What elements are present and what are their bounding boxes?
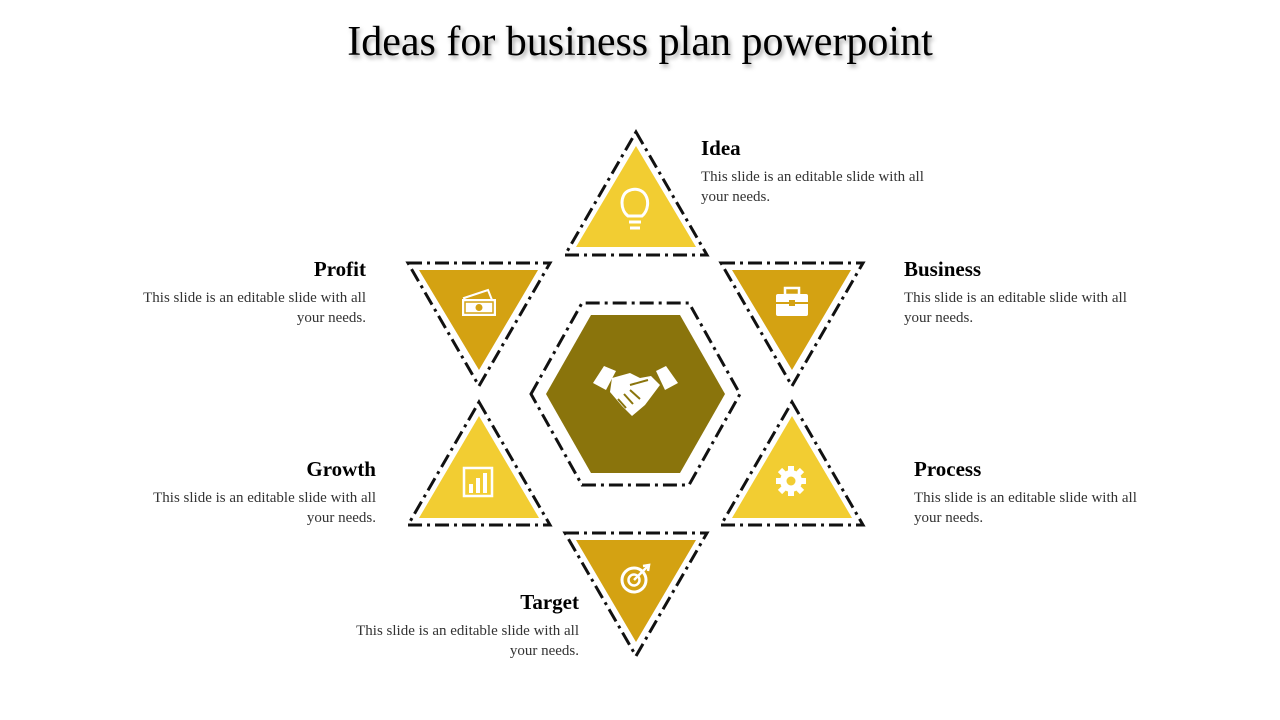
center-hexagon-outline (529, 301, 742, 487)
lightbulb-icon (620, 187, 650, 230)
label-idea-text: This slide is an editable slide with all… (701, 169, 924, 205)
page-title: Ideas for business plan powerpoint (347, 19, 933, 65)
idea-triangle-outline (562, 128, 710, 257)
gear-icon (776, 466, 806, 496)
label-profit-text: This slide is an editable slide with all… (143, 290, 366, 326)
label-idea-heading: Idea (701, 136, 741, 160)
label-process-text: This slide is an editable slide with all… (914, 490, 1137, 526)
target-triangle-outline (562, 531, 710, 660)
idea-triangle (576, 146, 696, 247)
business-triangle-outline (718, 261, 866, 390)
business-triangle (732, 270, 851, 370)
label-process: Process This slide is an editable slide … (914, 457, 1154, 528)
process-triangle-outline (718, 398, 866, 527)
label-profit-heading: Profit (313, 257, 366, 281)
target-icon (620, 563, 651, 594)
briefcase-icon (776, 286, 808, 316)
label-growth: Growth This slide is an editable slide w… (136, 457, 376, 528)
label-idea: Idea This slide is an editable slide wit… (701, 136, 941, 207)
label-business: Business This slide is an editable slide… (904, 257, 1144, 328)
growth-triangle-outline (405, 398, 553, 527)
bar-chart-icon (462, 466, 494, 498)
label-business-heading: Business (904, 257, 982, 281)
profit-triangle (419, 270, 538, 370)
label-business-text: This slide is an editable slide with all… (904, 290, 1127, 326)
profit-triangle-outline (405, 261, 553, 390)
label-growth-heading: Growth (306, 457, 376, 481)
label-growth-text: This slide is an editable slide with all… (153, 490, 376, 526)
handshake-icon (593, 366, 678, 416)
label-target-text: This slide is an editable slide with all… (356, 623, 579, 659)
label-process-heading: Process (914, 457, 982, 481)
label-target-heading: Target (520, 590, 579, 614)
money-icon (462, 288, 496, 316)
label-target: Target This slide is an editable slide w… (339, 590, 579, 661)
label-profit: Profit This slide is an editable slide w… (126, 257, 366, 328)
